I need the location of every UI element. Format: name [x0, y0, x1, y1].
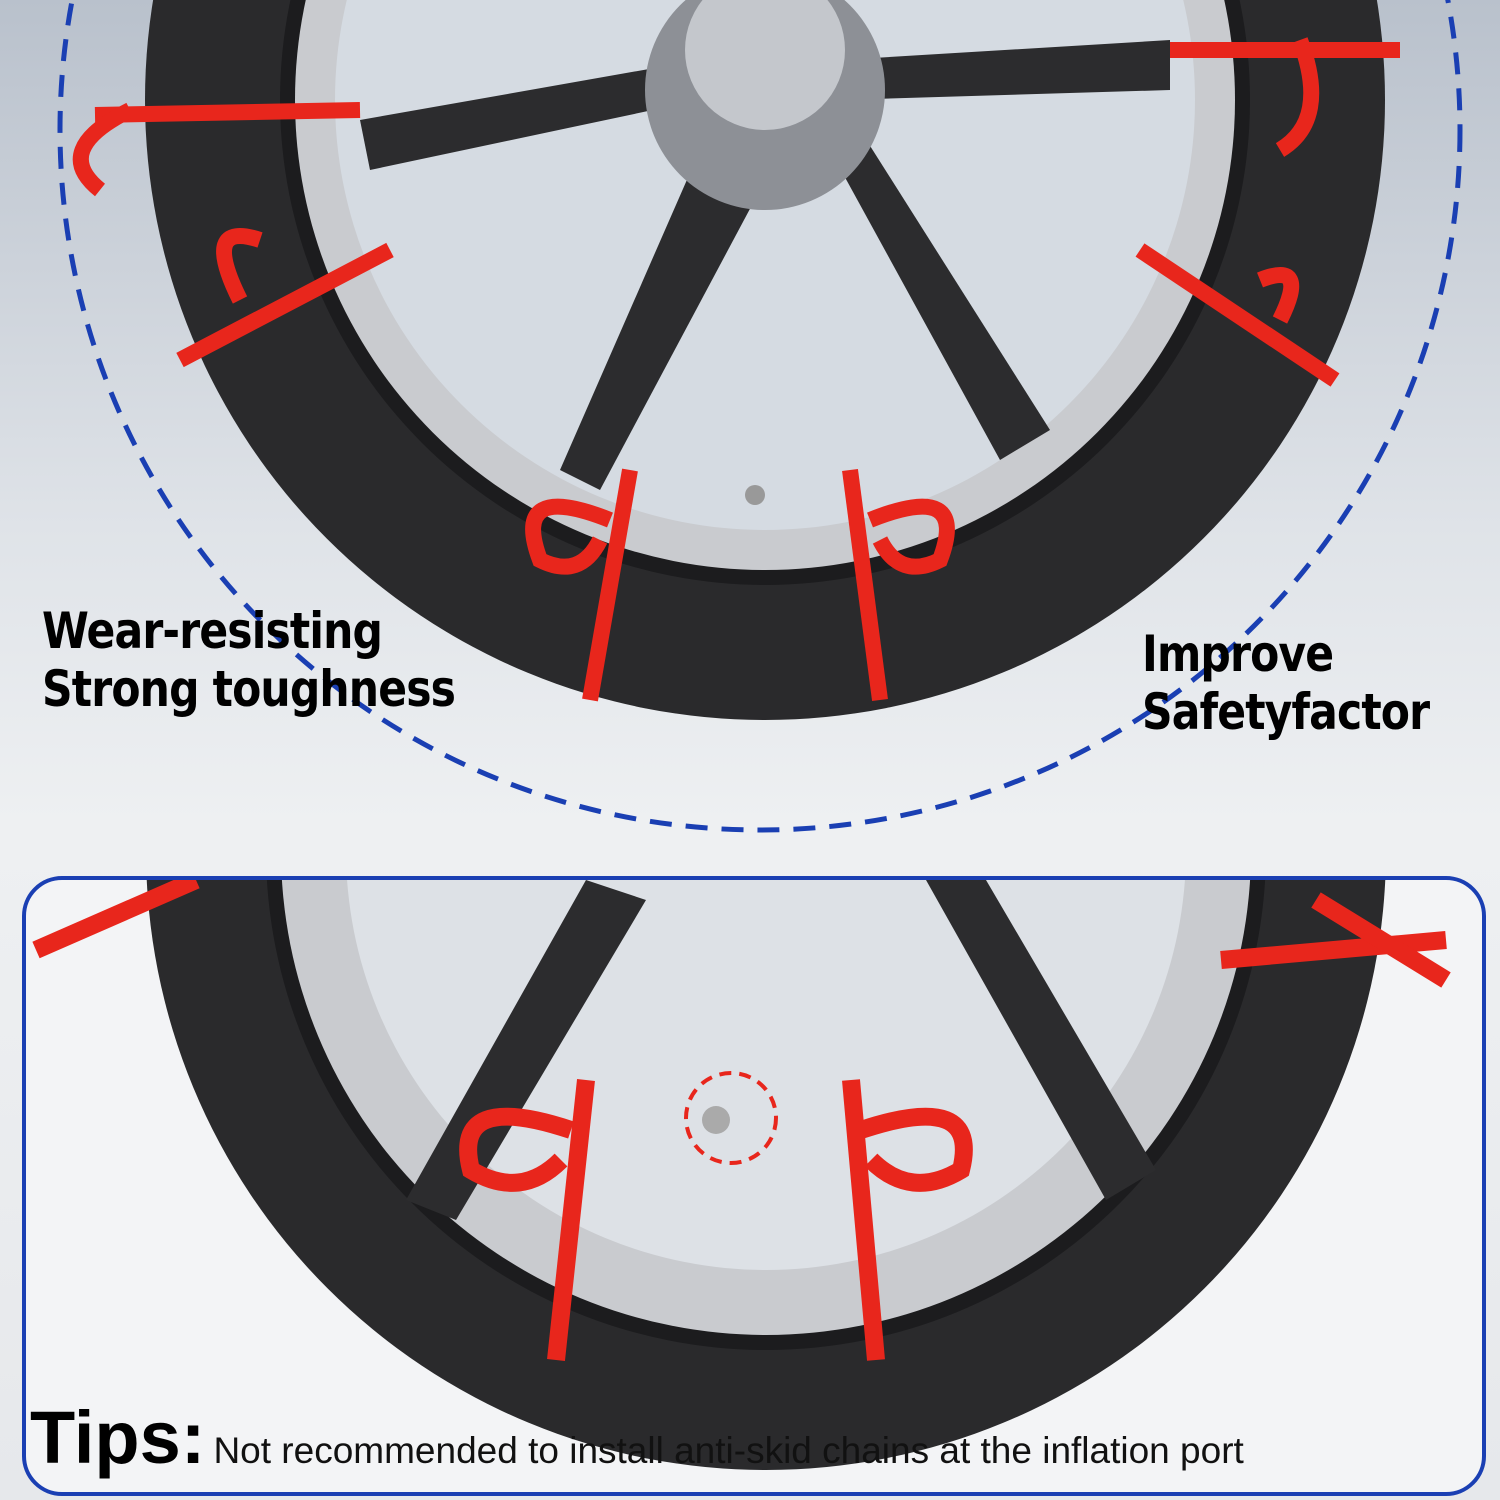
inflation-port-highlight — [684, 1071, 778, 1165]
label-strong-toughness: Strong toughness — [42, 660, 456, 718]
detail-panel — [22, 876, 1486, 1496]
dashed-arc — [57, 0, 1463, 833]
rim-spokes — [360, 40, 1170, 490]
label-wear-resisting: Wear-resisting — [42, 602, 383, 660]
top-wheel-illustration — [57, 0, 1463, 833]
valve-stem — [745, 485, 765, 505]
label-improve: Improve — [1142, 625, 1334, 683]
feature-label-left: Wear-resisting Strong toughness — [42, 602, 456, 718]
red-chain-straps — [72, 37, 1400, 702]
bottom-wheel-illustration — [32, 880, 1451, 1470]
label-safetyfactor: Safetyfactor — [1142, 683, 1430, 741]
tips-title: Tips: — [30, 1396, 206, 1479]
feature-label-right: Improve Safetyfactor — [1142, 625, 1430, 741]
tips-text: Not recommended to install anti-skid cha… — [213, 1430, 1244, 1471]
tips-note: Tips: Not recommended to install anti-sk… — [30, 1395, 1244, 1480]
hub-cap — [685, 0, 845, 130]
valve-stem — [702, 1106, 730, 1134]
